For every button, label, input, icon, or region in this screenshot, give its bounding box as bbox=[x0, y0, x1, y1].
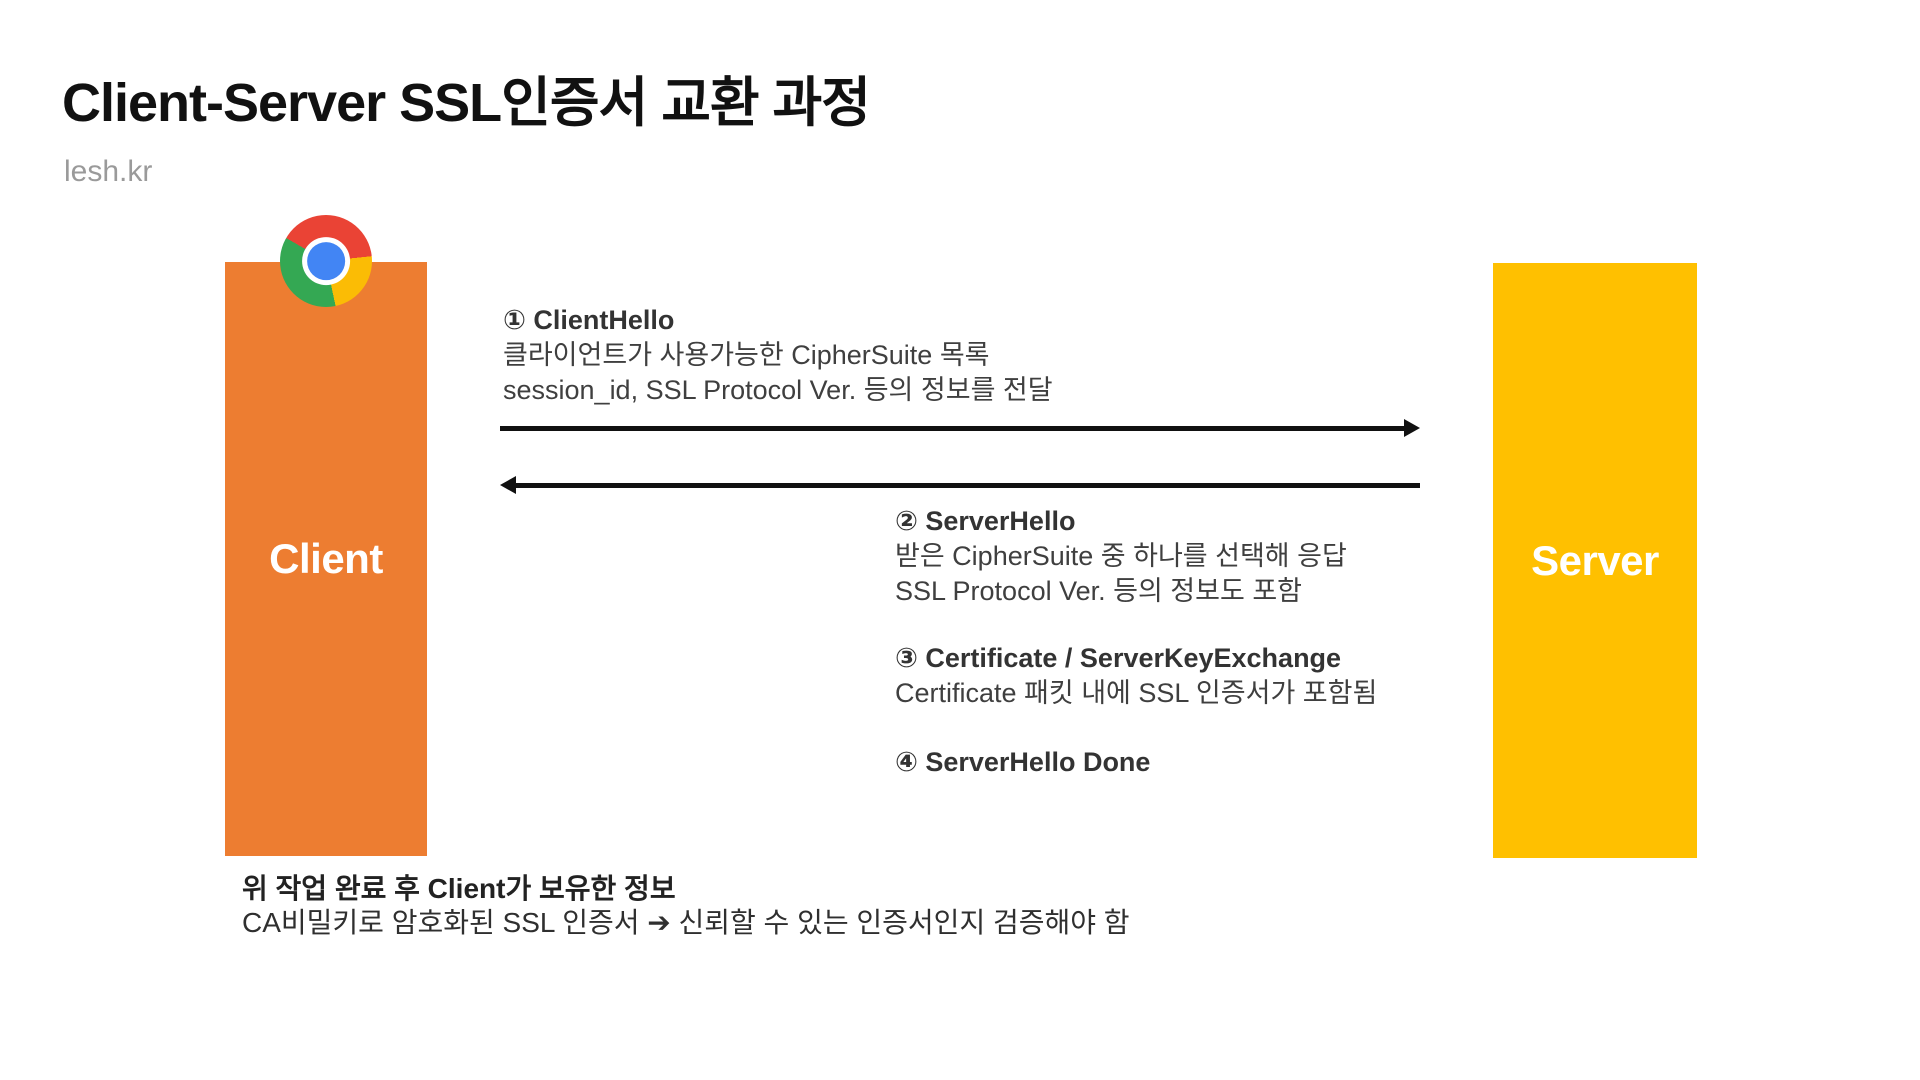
msg-client-hello-title: ① ClientHello bbox=[503, 305, 675, 335]
server-to-client-arrow-line bbox=[514, 483, 1420, 488]
msg-server-hello-line: SSL Protocol Ver. 등의 정보도 포함 bbox=[895, 576, 1303, 606]
footer-note-line: CA비밀키로 암호화된 SSL 인증서 ➔ 신뢰할 수 있는 인증서인지 검증해… bbox=[242, 907, 1130, 938]
server-to-client-arrowhead-icon bbox=[500, 476, 516, 494]
chrome-browser-icon bbox=[280, 215, 372, 307]
msg-client-hello-line: 클라이언트가 사용가능한 CipherSuite 목록 bbox=[503, 340, 990, 370]
msg-server-hello-line: 받은 CipherSuite 중 하나를 선택해 응답 bbox=[895, 541, 1347, 571]
footer-note-title: 위 작업 완료 후 Client가 보유한 정보 bbox=[242, 873, 676, 904]
msg-certificate-line: Certificate 패킷 내에 SSL 인증서가 포함됨 bbox=[895, 678, 1378, 708]
server-label: Server bbox=[1531, 536, 1659, 584]
footer-note: 위 작업 완료 후 Client가 보유한 정보 CA비밀키로 암호화된 SSL… bbox=[242, 872, 1130, 940]
msg-server-hello: ② ServerHello 받은 CipherSuite 중 하나를 선택해 응… bbox=[895, 504, 1347, 609]
page-title: Client-Server SSL인증서 교환 과정 bbox=[62, 73, 871, 133]
msg-certificate: ③ Certificate / ServerKeyExchange Certif… bbox=[895, 641, 1377, 711]
client-box: Client bbox=[225, 262, 427, 856]
msg-server-hello-title: ② ServerHello bbox=[895, 506, 1076, 536]
server-box: Server bbox=[1493, 263, 1697, 858]
msg-certificate-title: ③ Certificate / ServerKeyExchange bbox=[895, 643, 1342, 673]
msg-server-hello-done-title: ④ ServerHello Done bbox=[895, 747, 1151, 777]
client-to-server-arrow-line bbox=[500, 426, 1406, 431]
client-label: Client bbox=[269, 535, 383, 582]
site-watermark: lesh.kr bbox=[64, 155, 153, 188]
chrome-logo-center bbox=[307, 242, 345, 280]
client-to-server-arrowhead-icon bbox=[1404, 419, 1420, 437]
msg-client-hello-line: session_id, SSL Protocol Ver. 등의 정보를 전달 bbox=[503, 375, 1053, 405]
msg-server-hello-done: ④ ServerHello Done bbox=[895, 745, 1150, 780]
msg-client-hello: ① ClientHello 클라이언트가 사용가능한 CipherSuite 목… bbox=[503, 303, 1053, 408]
